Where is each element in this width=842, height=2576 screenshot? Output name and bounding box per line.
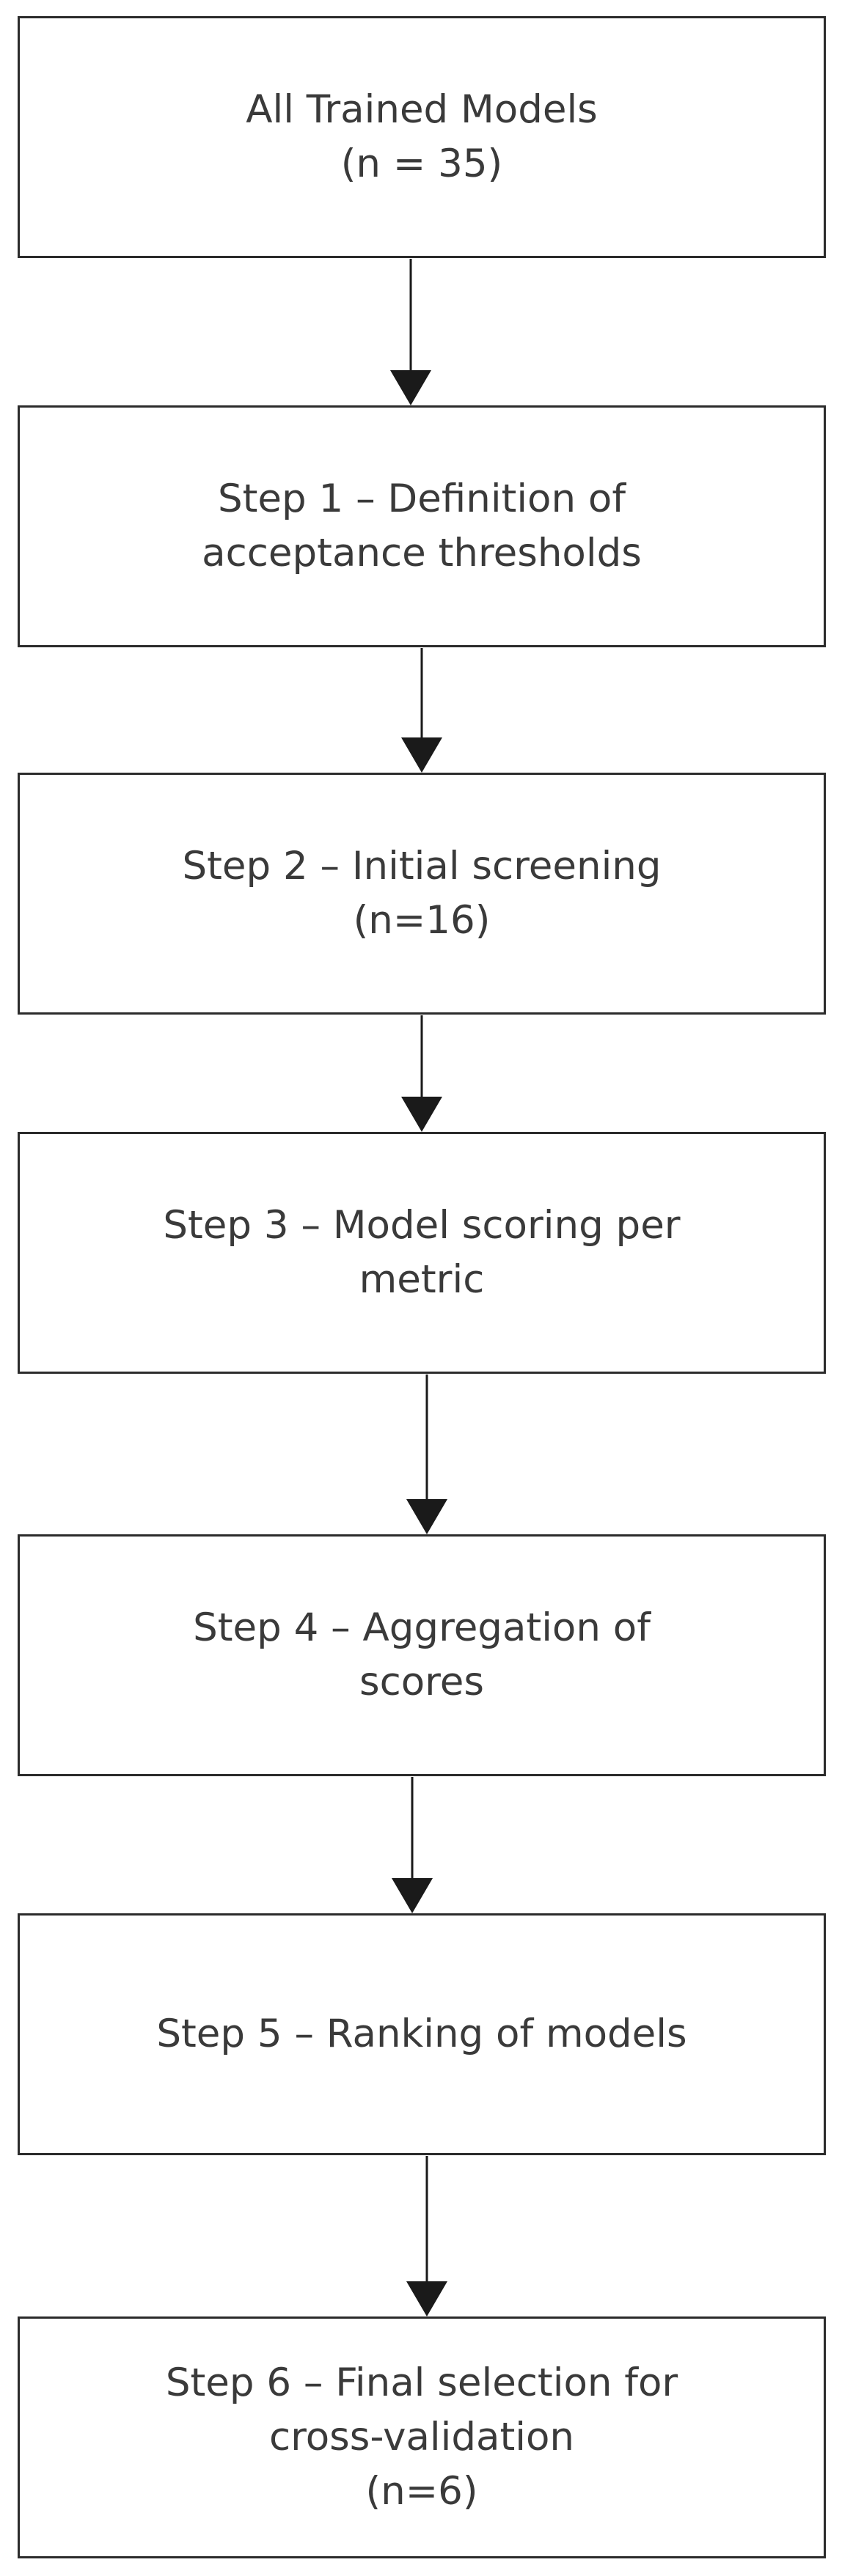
box-step-2: Step 2 – Initial screening (n=16) [18,773,826,1015]
arrowhead-icon [392,1878,433,1913]
box-step-3: Step 3 – Model scoring per metric [18,1132,826,1374]
box-line: (n=6) [365,2469,478,2514]
box-line: scores [359,1660,485,1704]
box-line: (n=16) [353,898,491,943]
box-line: Step 3 – Model scoring per [163,1202,681,1248]
box-all-trained-models: All Trained Models (n = 35) [18,16,826,258]
box-line: Step 5 – Ranking of models [156,2011,687,2056]
box-line: Step 4 – Aggregation of [193,1605,651,1650]
arrowhead-icon [401,737,442,773]
box-line: (n = 35) [340,141,503,186]
box-step-5: Step 5 – Ranking of models [18,1913,826,2155]
box-line: All Trained Models [246,87,598,132]
arrowhead-icon [390,370,431,405]
arrowhead-icon [401,1097,442,1132]
box-line: Step 2 – Initial screening [182,843,662,888]
box-step-1: Step 1 – Definition of acceptance thresh… [18,405,826,647]
box-step-6: Step 6 – Final selection for cross-valid… [18,2316,826,2558]
box-step-4: Step 4 – Aggregation of scores [18,1534,826,1776]
arrowhead-icon [406,1499,447,1534]
box-line: cross-validation [268,2414,575,2459]
box-line: metric [359,1257,485,1302]
box-line: Step 6 – Final selection for [165,2360,678,2405]
box-line: Step 1 – Definition of [217,476,626,521]
box-line: acceptance thresholds [202,531,642,575]
arrowhead-icon [406,2281,447,2316]
